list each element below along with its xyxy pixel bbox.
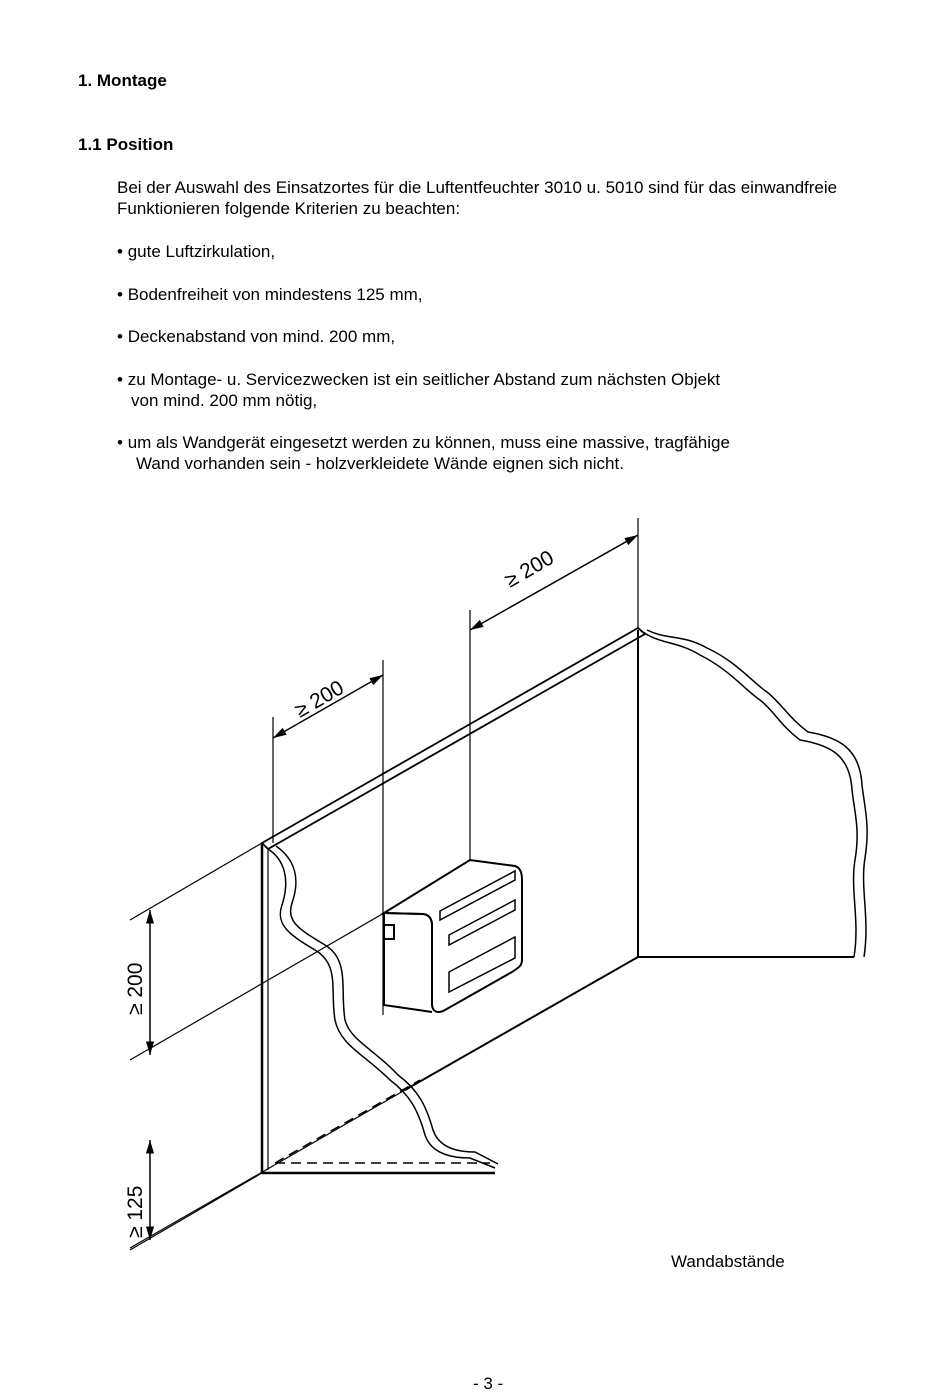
list-item-text: gute Luftzirkulation, (127, 242, 276, 261)
dimension-lines (145, 534, 639, 1240)
list-item-text: Deckenabstand von mind. 200 mm, (127, 327, 396, 346)
dim-label-floor: ≥ 125 (124, 1186, 147, 1238)
list-item: • Bodenfreiheit von mindestens 125 mm, (117, 284, 423, 305)
bullet-icon: • (117, 370, 123, 389)
wall-left-edge (260, 843, 495, 1175)
figure-caption: Wandabstände (671, 1252, 785, 1271)
list-item-text: um als Wandgerät eingesetzt werden zu kö… (127, 433, 730, 452)
bullet-icon: • (117, 327, 123, 346)
dehumidifier-unit (380, 858, 523, 1013)
intro-line-1: Bei der Auswahl des Einsatzortes für die… (117, 178, 838, 197)
list-item-text-continued: von mind. 200 mm nötig, (131, 391, 318, 410)
wall-break-hatch (267, 629, 868, 1169)
list-item-text: zu Montage- u. Servicezwecken ist ein se… (127, 370, 721, 389)
page-number: - 3 - (473, 1374, 504, 1393)
list-item: • Deckenabstand von mind. 200 mm, (117, 326, 395, 347)
intro-paragraph: Bei der Auswahl des Einsatzortes für die… (117, 177, 837, 219)
section-title: 1. Montage (78, 71, 167, 90)
subsection-title: 1.1 Position (78, 135, 174, 154)
list-item: • gute Luftzirkulation, (117, 241, 275, 262)
wall-back-plane (260, 626, 854, 1091)
dim-label-ceiling: ≥ 200 (124, 963, 147, 1015)
extension-lines (129, 518, 639, 1251)
bullet-icon: • (117, 285, 123, 304)
dim-label-side-left: ≥ 200 (291, 676, 348, 722)
list-item: • um als Wandgerät eingesetzt werden zu … (117, 432, 730, 474)
list-item-text: Bodenfreiheit von mindestens 125 mm, (127, 285, 423, 304)
list-item-text-continued: Wand vorhanden sein - holzverkleidete Wä… (136, 454, 624, 473)
list-item: • zu Montage- u. Servicezwecken ist ein … (117, 369, 720, 411)
bullet-icon: • (117, 242, 123, 261)
intro-line-2: Funktionieren folgende Kriterien zu beac… (117, 199, 461, 218)
bullet-icon: • (117, 433, 123, 452)
